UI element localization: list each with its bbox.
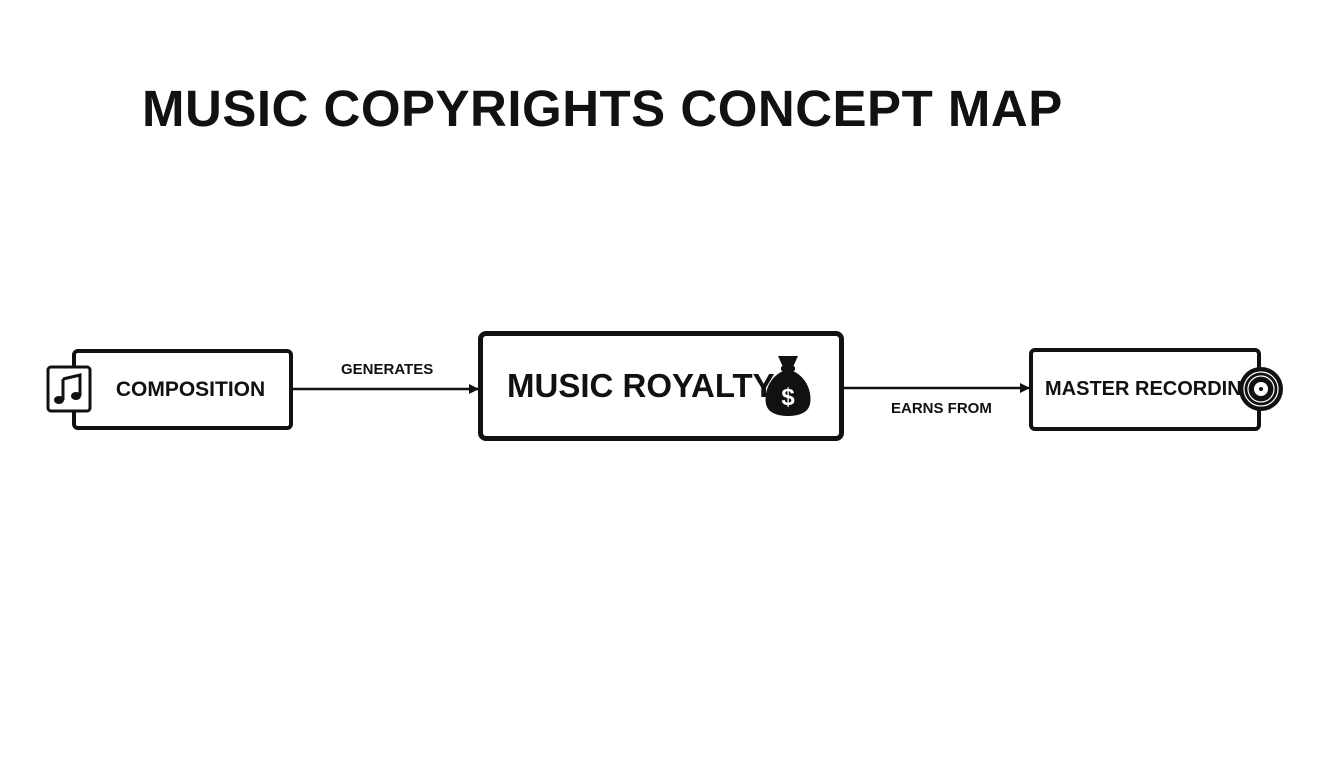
node-master-label: MASTER RECORDING <box>1045 378 1258 400</box>
edge-label-earns-from: EARNS FROM <box>891 400 992 417</box>
node-royalty-label: MUSIC ROYALTY <box>507 367 775 404</box>
vinyl-record-icon <box>1237 365 1285 418</box>
edge-label-generates: GENERATES <box>341 361 434 378</box>
money-bag-icon: $ <box>762 352 814 423</box>
page-title: MUSIC COPYRIGHTS CONCEPT MAP <box>142 80 1063 137</box>
node-composition-label: COMPOSITION <box>115 377 266 401</box>
node-composition[interactable]: COMPOSITION <box>72 349 293 430</box>
music-note-icon <box>46 365 92 418</box>
node-master-recording[interactable]: MASTER RECORDING <box>1029 348 1261 431</box>
svg-text:$: $ <box>781 384 795 411</box>
